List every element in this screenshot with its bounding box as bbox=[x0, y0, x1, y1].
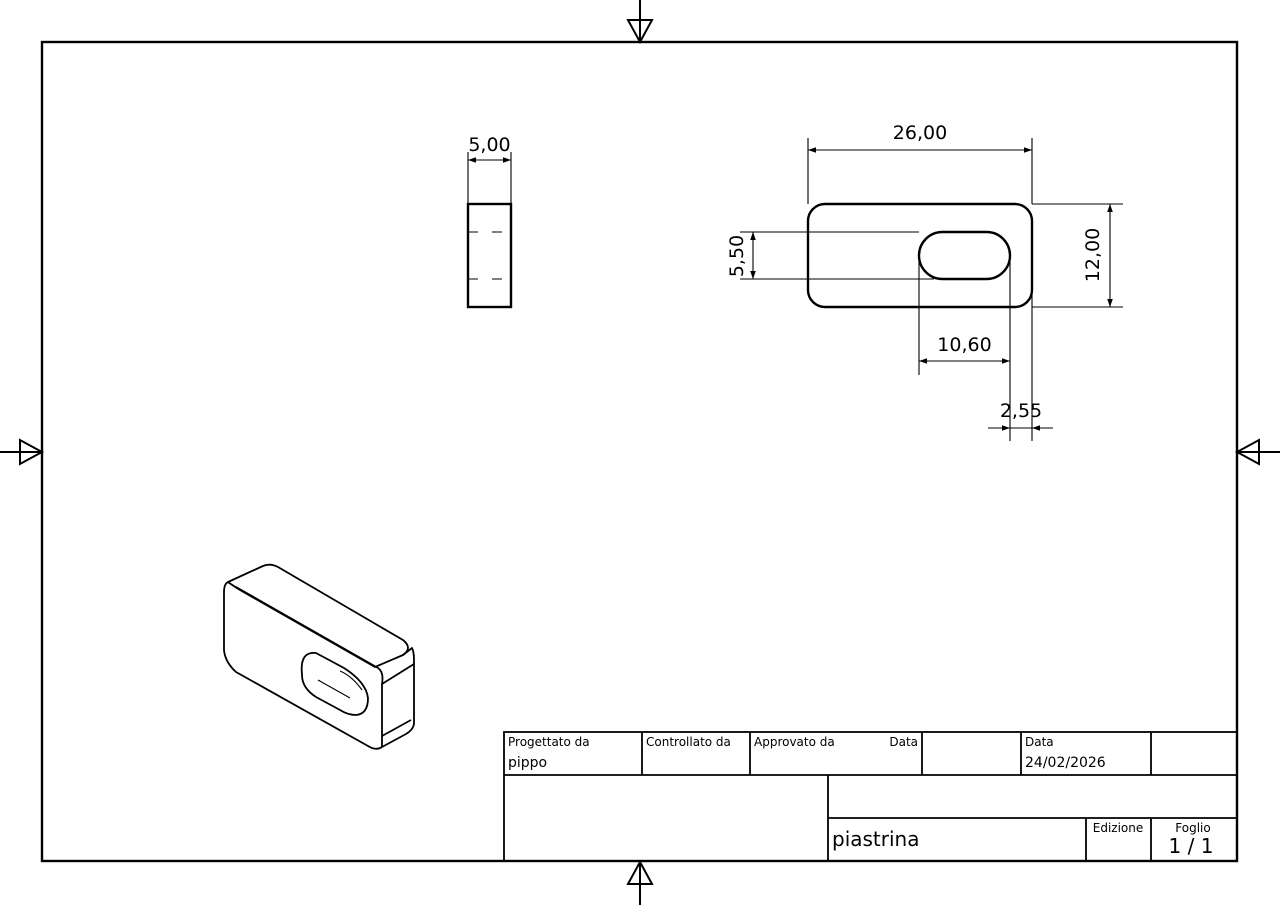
side-view: 5,00 bbox=[466, 134, 513, 309]
centering-mark-left bbox=[0, 438, 45, 466]
designed-by-value: pippo bbox=[508, 755, 547, 771]
isometric-view bbox=[223, 563, 415, 750]
title-block bbox=[503, 731, 1238, 862]
part-name: piastrina bbox=[832, 827, 919, 851]
dim-top-length: 26,00 bbox=[893, 122, 947, 144]
front-view: 26,00 12,00 5,50 10,60 2,55 bbox=[726, 122, 1123, 441]
sheet-value: 1 / 1 bbox=[1169, 834, 1214, 858]
sheet-label: Foglio bbox=[1175, 821, 1210, 835]
centering-mark-bottom bbox=[626, 859, 654, 905]
date-value: 24/02/2026 bbox=[1025, 755, 1106, 771]
centering-mark-top bbox=[626, 0, 654, 45]
designed-by-label: Progettato da bbox=[508, 735, 590, 749]
approved-date-label: Data bbox=[889, 735, 918, 749]
centering-mark-right bbox=[1234, 438, 1280, 466]
sheet-border bbox=[40, 40, 1239, 863]
dim-slot-height: 5,50 bbox=[726, 235, 748, 277]
dim-slot-offset: 2,55 bbox=[1000, 400, 1042, 422]
approved-by-label: Approvato da bbox=[754, 735, 835, 749]
dim-slot-length: 10,60 bbox=[937, 334, 991, 356]
edition-label: Edizione bbox=[1093, 821, 1144, 835]
checked-by-label: Controllato da bbox=[646, 735, 731, 749]
dim-height: 12,00 bbox=[1082, 228, 1104, 282]
date-label: Data bbox=[1025, 735, 1054, 749]
dim-side-width: 5,00 bbox=[468, 134, 510, 156]
